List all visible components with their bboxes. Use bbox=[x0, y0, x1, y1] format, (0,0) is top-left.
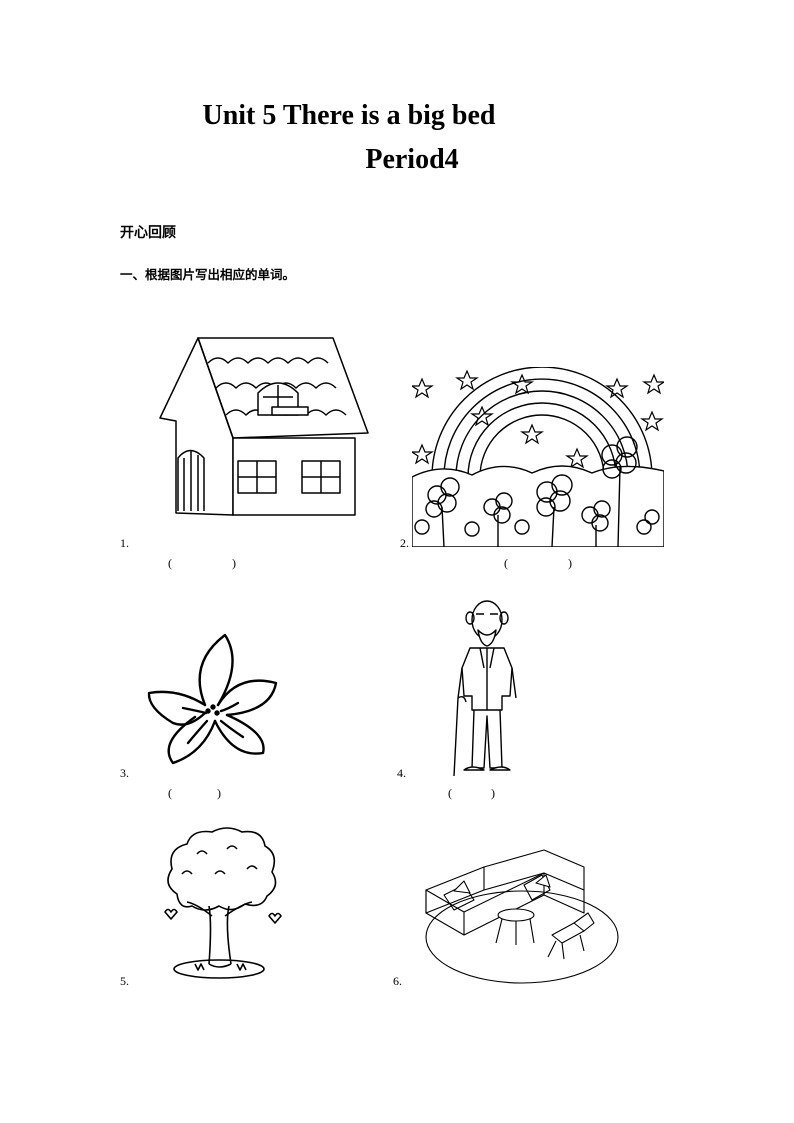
item-3-answer-blank[interactable]: ( ) bbox=[168, 786, 221, 800]
rainbow-flowers-icon bbox=[412, 367, 664, 547]
living-room-icon bbox=[424, 845, 620, 985]
tree-icon bbox=[157, 824, 282, 984]
section-heading: 开心回顾 bbox=[120, 225, 176, 241]
item-4-number: 4. bbox=[397, 766, 406, 780]
item-3-number: 3. bbox=[120, 766, 129, 780]
item-2-number: 2. bbox=[400, 536, 409, 550]
page-title: Unit 5 There is a big bed bbox=[202, 100, 496, 131]
item-6-number: 6. bbox=[393, 974, 402, 988]
item-1-answer-blank[interactable]: ( ) bbox=[168, 556, 236, 570]
house-icon bbox=[158, 333, 370, 518]
item-5-number: 5. bbox=[120, 974, 129, 988]
flower-icon bbox=[143, 633, 278, 765]
item-1-number: 1. bbox=[120, 536, 129, 550]
item-2-answer-blank[interactable]: ( ) bbox=[504, 556, 572, 570]
grandfather-icon bbox=[450, 598, 525, 776]
page-subtitle: Period4 bbox=[365, 144, 459, 175]
instruction-text: 一、根据图片写出相应的单词。 bbox=[120, 267, 296, 282]
item-4-answer-blank[interactable]: ( ) bbox=[448, 786, 495, 800]
